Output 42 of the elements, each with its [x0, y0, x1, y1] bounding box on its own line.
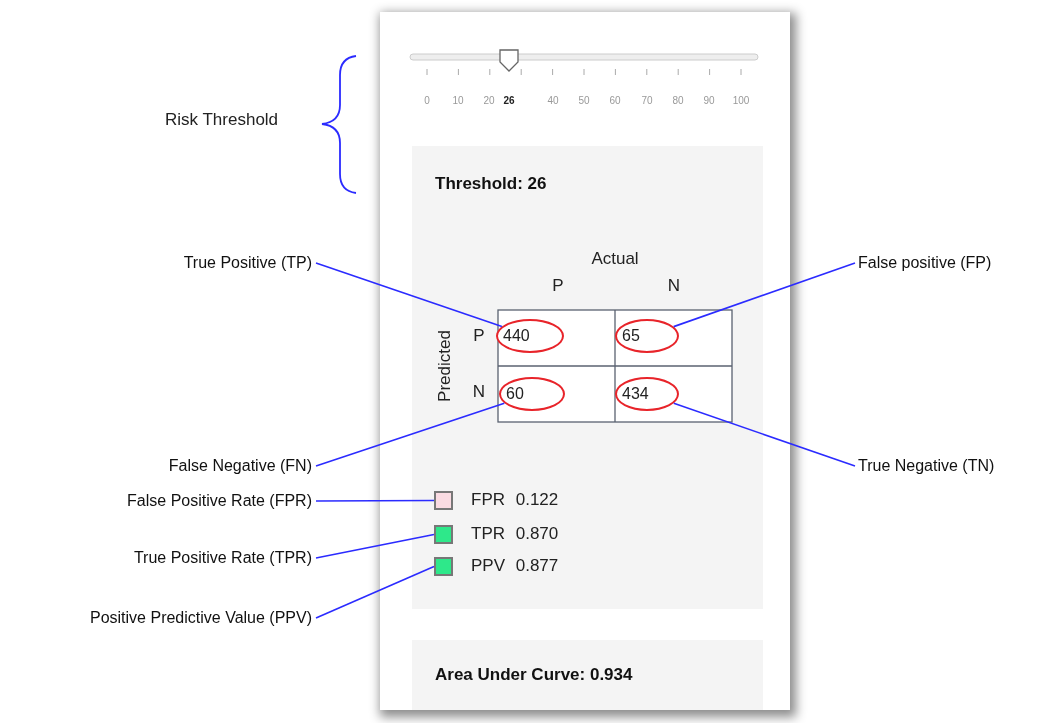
tick-label: 60: [609, 95, 621, 106]
panel-heading: Threshold: 26: [435, 174, 547, 194]
leader-line: [315, 499, 435, 502]
column-header: P: [552, 276, 564, 296]
leader-line: [672, 262, 856, 328]
leader-line: [315, 533, 435, 559]
annotation-text: Risk Threshold: [165, 110, 279, 130]
tick-label: 80: [672, 95, 684, 106]
tick-label: 40: [547, 95, 559, 106]
tick-label: 26: [503, 95, 515, 106]
axis-title: Predicted: [435, 330, 455, 402]
legend-swatch: [434, 557, 453, 576]
tick-label: 10: [452, 95, 464, 106]
tick-label: 0: [424, 95, 430, 106]
panel: [412, 640, 763, 710]
callout-text: True Positive Rate (TPR): [75, 548, 312, 568]
callout-text: Positive Predictive Value (PPV): [8, 608, 312, 628]
column-header: N: [667, 276, 681, 296]
leader-line: [315, 262, 503, 328]
legend-label: FPR 0.122: [471, 490, 559, 510]
callout-text: False Negative (FN): [120, 456, 312, 476]
tick-label: 70: [641, 95, 653, 106]
row-header: N: [472, 382, 486, 402]
leader-line: [315, 402, 506, 467]
tick-label: 90: [703, 95, 715, 106]
callout-text: False positive (FP): [858, 253, 1028, 273]
tick-label: 100: [732, 95, 750, 106]
legend-swatch: [434, 525, 453, 544]
callout-text: False Positive Rate (FPR): [70, 491, 312, 511]
leader-line: [315, 565, 435, 619]
legend-label: PPV 0.877: [471, 556, 559, 576]
panel: [412, 146, 763, 609]
legend-swatch: [434, 491, 453, 510]
callout-text: True Positive (TP): [138, 253, 312, 273]
callout-text: True Negative (TN): [858, 456, 1038, 476]
panel-heading: Area Under Curve: 0.934: [435, 665, 633, 685]
leader-line: [673, 402, 856, 467]
tick-label: 20: [483, 95, 495, 106]
tick-label: 50: [578, 95, 590, 106]
axis-title: Actual: [591, 249, 639, 269]
row-header: P: [473, 326, 485, 346]
legend-label: TPR 0.870: [471, 524, 559, 544]
